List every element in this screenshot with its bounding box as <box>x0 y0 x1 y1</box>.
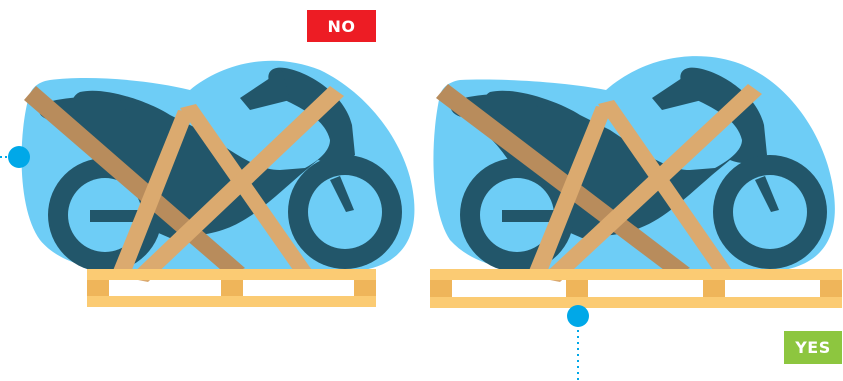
blue-dot-marker <box>0 146 30 168</box>
straps <box>24 86 344 282</box>
yes-label: YES <box>795 338 831 357</box>
incorrect-example <box>0 60 415 307</box>
windscreen <box>652 70 702 110</box>
correct-example <box>430 56 842 381</box>
pallet <box>87 269 376 307</box>
yes-badge: YES <box>784 331 842 364</box>
windscreen <box>240 70 290 110</box>
blue-dot-marker <box>567 305 589 381</box>
straps <box>436 84 762 282</box>
pallet <box>430 269 842 308</box>
no-badge: NO <box>307 10 376 42</box>
no-label: NO <box>327 16 356 36</box>
